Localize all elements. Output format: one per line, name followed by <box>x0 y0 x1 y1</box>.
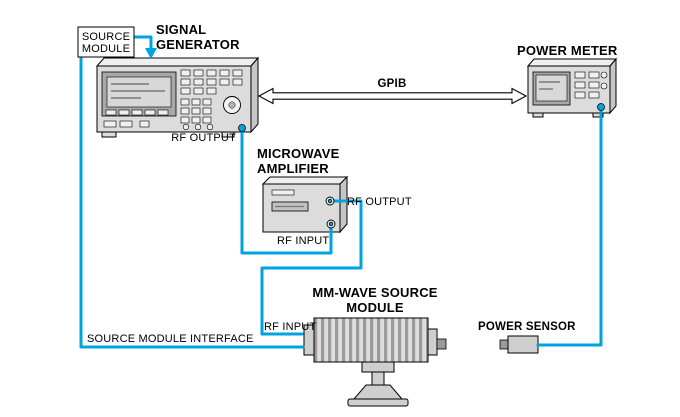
siggen-display-screen <box>106 76 172 108</box>
module-rf-input-label: RF INPUT <box>264 321 316 333</box>
powermeter-side-face <box>609 57 617 115</box>
amp-label-strip <box>271 189 295 196</box>
source-module-callout-line2: MODULE <box>82 43 130 55</box>
module-stand-stem <box>371 371 385 386</box>
amp-rf-output-port-center <box>327 198 333 204</box>
ports <box>238 103 605 229</box>
source-module-interface-label: SOURCE MODULE INTERFACE <box>87 333 254 345</box>
module-output-connector <box>436 338 447 350</box>
siggen-foot-left <box>101 131 117 138</box>
module-stand-bracket <box>361 361 395 373</box>
siggen-connector-row <box>182 123 214 131</box>
siggen-lower-buttons <box>103 120 150 128</box>
amp-rf-input-port-center <box>328 221 334 227</box>
module-stand-flare <box>352 384 404 400</box>
source-module-callout: SOURCE MODULE <box>77 26 135 58</box>
amp-to-module-rf-cable <box>260 199 363 336</box>
source-module-pointer-line <box>132 35 153 51</box>
siggen-foot-right <box>221 131 235 138</box>
power-sensor-device <box>499 335 539 354</box>
sensor-input-tip <box>499 339 509 350</box>
gpib-double-arrow <box>257 87 528 105</box>
module-right-cap <box>427 328 438 356</box>
powermeter-sensor-port <box>597 103 605 111</box>
cables <box>79 35 603 349</box>
mm-wave-module-title-line1: MM-WAVE SOURCE <box>312 285 437 300</box>
siggen-top-face <box>95 57 260 67</box>
siggen-keypad <box>180 98 212 124</box>
signal-generator-device <box>95 56 260 138</box>
powermeter-top-face <box>526 58 618 67</box>
module-finned-body <box>313 317 429 363</box>
powermeter-display-screen <box>535 74 568 102</box>
power-sensor-title: POWER SENSOR <box>478 321 576 333</box>
powermeter-screen-text <box>539 81 560 90</box>
siggen-screen-text <box>111 83 165 99</box>
gpib-connection: GPIB <box>257 78 528 105</box>
source-module-callout-box <box>77 26 135 58</box>
siggen-button-grid <box>180 69 243 95</box>
siggen-side-face <box>250 56 259 134</box>
mm-wave-source-module-device <box>303 317 447 407</box>
powermeter-foot-left <box>532 112 544 118</box>
signal-generator-title-line1: SIGNAL <box>156 22 206 37</box>
amp-rf-input-label: RF INPUT <box>277 235 329 247</box>
microwave-amplifier-title-line2: AMPLIFIER <box>257 161 329 176</box>
power-meter-title: POWER METER <box>517 43 618 58</box>
module-left-flange <box>303 324 315 356</box>
sensor-to-meter-cable <box>536 107 603 347</box>
power-meter-device <box>526 57 618 118</box>
source-module-callout-line1: SOURCE <box>82 31 130 43</box>
signal-generator-title-line2: GENERATOR <box>156 37 240 52</box>
microwave-amplifier-title-line1: MICROWAVE <box>257 146 340 161</box>
powermeter-button-grid <box>574 71 608 99</box>
source-module-pointer-arrowhead <box>145 48 157 59</box>
siggen-to-amp-rf-cable <box>240 128 333 255</box>
powermeter-foot-right <box>592 112 604 118</box>
siggen-softkey-row <box>105 109 169 116</box>
mm-wave-module-title-line2: MODULE <box>346 300 404 315</box>
amp-top-face <box>261 176 349 185</box>
siggen-rf-output-port <box>238 124 246 132</box>
sensor-body <box>507 335 539 354</box>
module-stand-base <box>347 398 409 407</box>
labels: SIGNAL GENERATOR POWER METER RF OUTPUT M… <box>87 22 618 345</box>
amp-rf-output-label: RF OUTPUT <box>347 196 412 208</box>
siggen-knob-center <box>228 101 236 109</box>
amp-side-face <box>339 175 348 234</box>
gpib-label: GPIB <box>378 78 407 90</box>
source-module-interface-cable <box>79 55 305 349</box>
siggen-rf-output-label: RF OUTPUT <box>171 132 236 144</box>
